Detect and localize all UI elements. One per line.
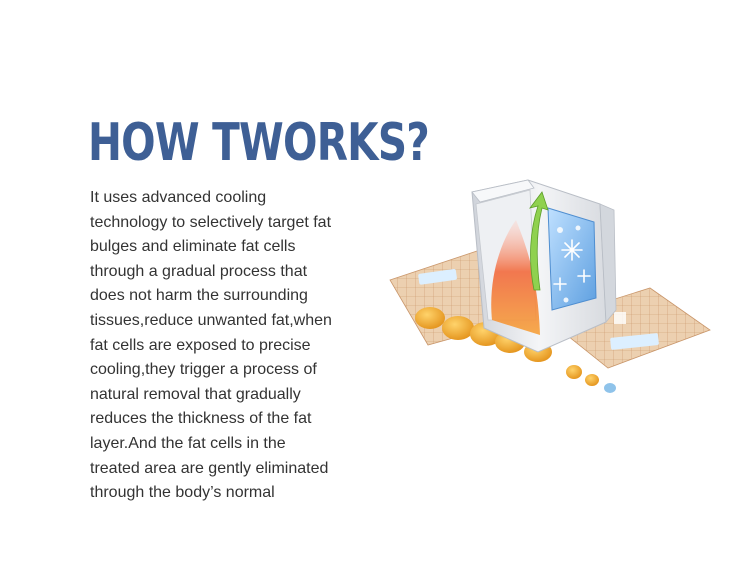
description-line: layer.And the fat cells in the: [90, 434, 286, 452]
heat-zone: [491, 220, 540, 335]
page-title: HOW TWORKS?: [88, 113, 430, 173]
description-line: fat cells are exposed to precise: [90, 336, 311, 354]
cryo-applicator-illustration: [389, 179, 711, 393]
description-text: It uses advanced cooling technology to s…: [90, 186, 380, 506]
description-line: tissues,reduce unwanted fat,when: [90, 311, 332, 329]
snowflake-icon: [547, 207, 597, 311]
description-line: It uses advanced cooling: [90, 189, 267, 206]
description-line: reduces the thickness of the fat: [90, 410, 312, 428]
description-line: through the body’s normal: [90, 484, 275, 502]
airflow-arrow-icon: [529, 191, 549, 291]
description-line: natural removal that gradually: [90, 385, 301, 403]
description-line: bulges and eliminate fat cells: [90, 238, 296, 256]
description-line: cooling,they trigger a process of: [90, 361, 317, 379]
description-line: treated area are gently eliminated: [90, 459, 329, 477]
description-line: technology to selectively target fat: [90, 213, 332, 231]
bubble-icon: [557, 225, 581, 303]
description-line: does not harm the surrounding: [90, 287, 308, 305]
description-line: through a gradual process that: [90, 262, 308, 280]
